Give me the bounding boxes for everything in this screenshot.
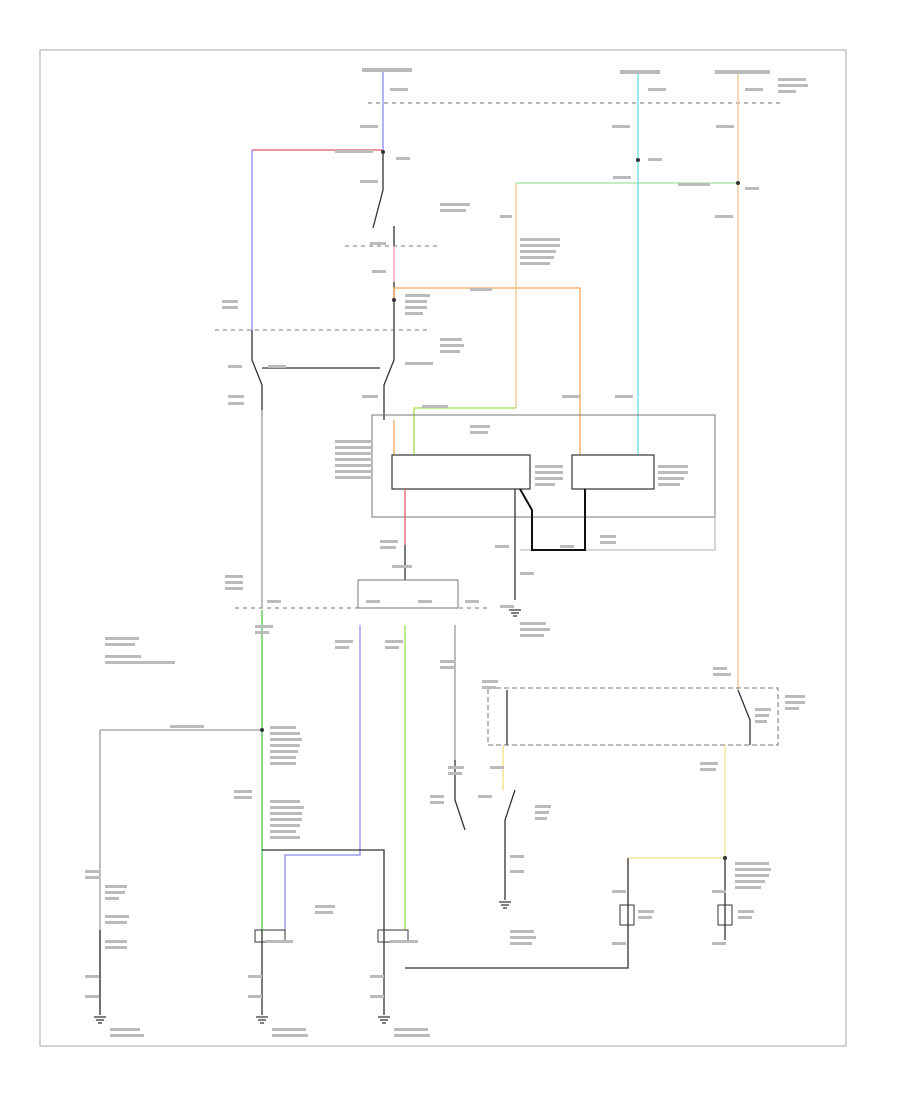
splice-dot bbox=[723, 856, 727, 860]
relay-2-coil bbox=[571, 454, 655, 490]
wire-blk-switch-cluster bbox=[504, 789, 516, 900]
fuse-block bbox=[357, 579, 459, 609]
wire-blk-relay-gnd-loop bbox=[519, 488, 586, 551]
lower-switch-box bbox=[487, 687, 779, 746]
relay-box bbox=[371, 414, 716, 518]
wire-blk-switch-1 bbox=[372, 152, 384, 229]
wire-blk-left-switch bbox=[251, 330, 263, 410]
wire-blk-lower-center bbox=[262, 849, 385, 930]
wire-lime-run bbox=[413, 407, 516, 455]
ground-symbol bbox=[256, 1016, 268, 1024]
illegible-label-marks bbox=[85, 68, 808, 1037]
wire-blue-lower bbox=[284, 625, 361, 930]
ground-symbol bbox=[378, 1016, 390, 1024]
relay-box-right-edge bbox=[520, 515, 716, 551]
left-lamp-symbol bbox=[619, 904, 635, 926]
relay-1-coil bbox=[391, 454, 531, 490]
wire-blk-center-switch bbox=[383, 330, 395, 420]
right-lamp-symbol bbox=[717, 904, 733, 926]
splice-dot bbox=[260, 728, 264, 732]
ground-symbol bbox=[499, 901, 511, 909]
splice-dot bbox=[736, 181, 740, 185]
wire-blk-bottom-return bbox=[405, 940, 629, 969]
wire-blk-small-switch bbox=[454, 760, 466, 831]
diagram-frame bbox=[39, 49, 847, 1047]
wire-blk-right-switch bbox=[737, 689, 751, 745]
splice-dot bbox=[636, 158, 640, 162]
ground-symbol bbox=[509, 609, 521, 617]
ground-symbol bbox=[94, 1016, 106, 1024]
splice-dot bbox=[392, 298, 396, 302]
splice-dot bbox=[381, 150, 385, 154]
